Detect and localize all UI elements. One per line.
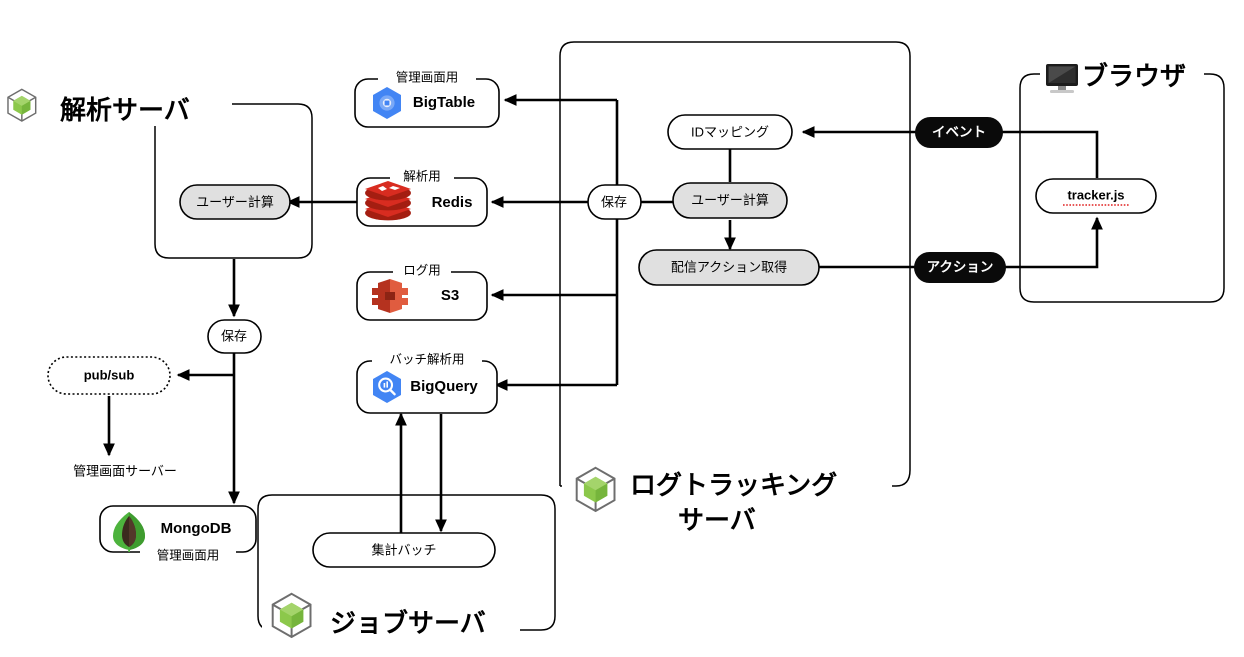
node-event-label: イベント: [932, 125, 986, 140]
node-tracking-save-label: 保存: [601, 194, 627, 209]
node-event[interactable]: イベント: [915, 117, 1003, 148]
node-analysis-save[interactable]: 保存: [207, 319, 262, 354]
node-analysis-user-calc-label: ユーザー計算: [196, 194, 274, 209]
service-bigtable-name: BigTable: [413, 94, 475, 111]
service-mongodb-name: MongoDB: [161, 520, 232, 537]
group-tracking-title-mask: [562, 466, 892, 546]
node-admin-server-text: 管理画面サーバー: [73, 463, 177, 478]
node-tracker-js-label: tracker.js: [1067, 187, 1124, 202]
group-job-server[interactable]: ジョブサーバ: [257, 494, 556, 654]
service-bigtable-caption: 管理画面用: [396, 69, 459, 84]
node-analysis-save-label: 保存: [221, 328, 247, 343]
group-tracking-title-line2: サーバ: [678, 505, 756, 535]
group-analysis-title-mask: [0, 86, 232, 126]
node-analysis-user-calc[interactable]: ユーザー計算: [179, 184, 291, 220]
bigtable-icon: [373, 87, 401, 119]
node-tracking-user-calc-label: ユーザー計算: [691, 192, 769, 207]
service-s3-name: S3: [441, 287, 459, 304]
redis-icon: [365, 181, 411, 221]
mongodb-icon: [113, 512, 145, 552]
service-mongodb-caption: 管理画面用: [157, 547, 220, 562]
service-bigquery[interactable]: バッチ解析用 BigQuery: [356, 350, 498, 414]
node-action[interactable]: アクション: [914, 252, 1006, 283]
node-pubsub-label: pub/sub: [84, 367, 135, 382]
desktop-monitor-icon: [1046, 64, 1078, 93]
group-job-title: ジョブサーバ: [330, 608, 486, 638]
node-delivery-action-fetch-label: 配信アクション取得: [671, 259, 787, 274]
service-s3-caption: ログ用: [403, 263, 441, 277]
bigquery-icon: [373, 371, 401, 403]
service-s3[interactable]: ログ用 S3: [356, 261, 488, 321]
s3-icon: [372, 279, 408, 313]
node-delivery-action-fetch[interactable]: 配信アクション取得: [638, 249, 820, 286]
group-job-title-mask: [262, 588, 518, 654]
edges: [103, 94, 1103, 546]
node-tracker-js[interactable]: tracker.js: [1035, 178, 1157, 214]
group-analysis-server[interactable]: 解析サーバ: [0, 86, 313, 259]
service-redis-caption: 解析用: [403, 169, 441, 183]
node-batch-job-label: 集計バッチ: [371, 542, 436, 557]
node-action-label: アクション: [927, 260, 994, 275]
group-analysis-title: 解析サーバ: [60, 95, 190, 125]
node-batch-job[interactable]: 集計バッチ: [312, 532, 496, 568]
node-tracking-save[interactable]: 保存: [587, 184, 642, 220]
node-pubsub[interactable]: pub/sub: [47, 356, 171, 395]
service-redis[interactable]: 解析用 Redis: [356, 167, 488, 227]
node-id-mapping[interactable]: IDマッピング: [667, 114, 793, 150]
group-log-tracking-server[interactable]: ログトラッキング サーバ: [559, 41, 911, 546]
edge-trackerjs-to-event: [1000, 130, 1099, 178]
service-bigtable[interactable]: 管理画面用 BigTable: [354, 68, 500, 128]
group-browser[interactable]: ブラウザ: [1019, 56, 1225, 303]
node-tracking-user-calc[interactable]: ユーザー計算: [672, 182, 788, 219]
group-browser-title: ブラウザ: [1082, 61, 1186, 91]
service-mongodb[interactable]: 管理画面用 MongoDB: [99, 505, 257, 565]
service-bigquery-caption: バッチ解析用: [389, 352, 464, 366]
node-id-mapping-label: IDマッピング: [691, 124, 769, 139]
service-bigquery-name: BigQuery: [410, 378, 478, 395]
group-tracking-title-line1: ログトラッキング: [630, 470, 837, 500]
service-redis-name: Redis: [432, 194, 473, 211]
edge-action-to-trackerjs: [1000, 216, 1103, 269]
